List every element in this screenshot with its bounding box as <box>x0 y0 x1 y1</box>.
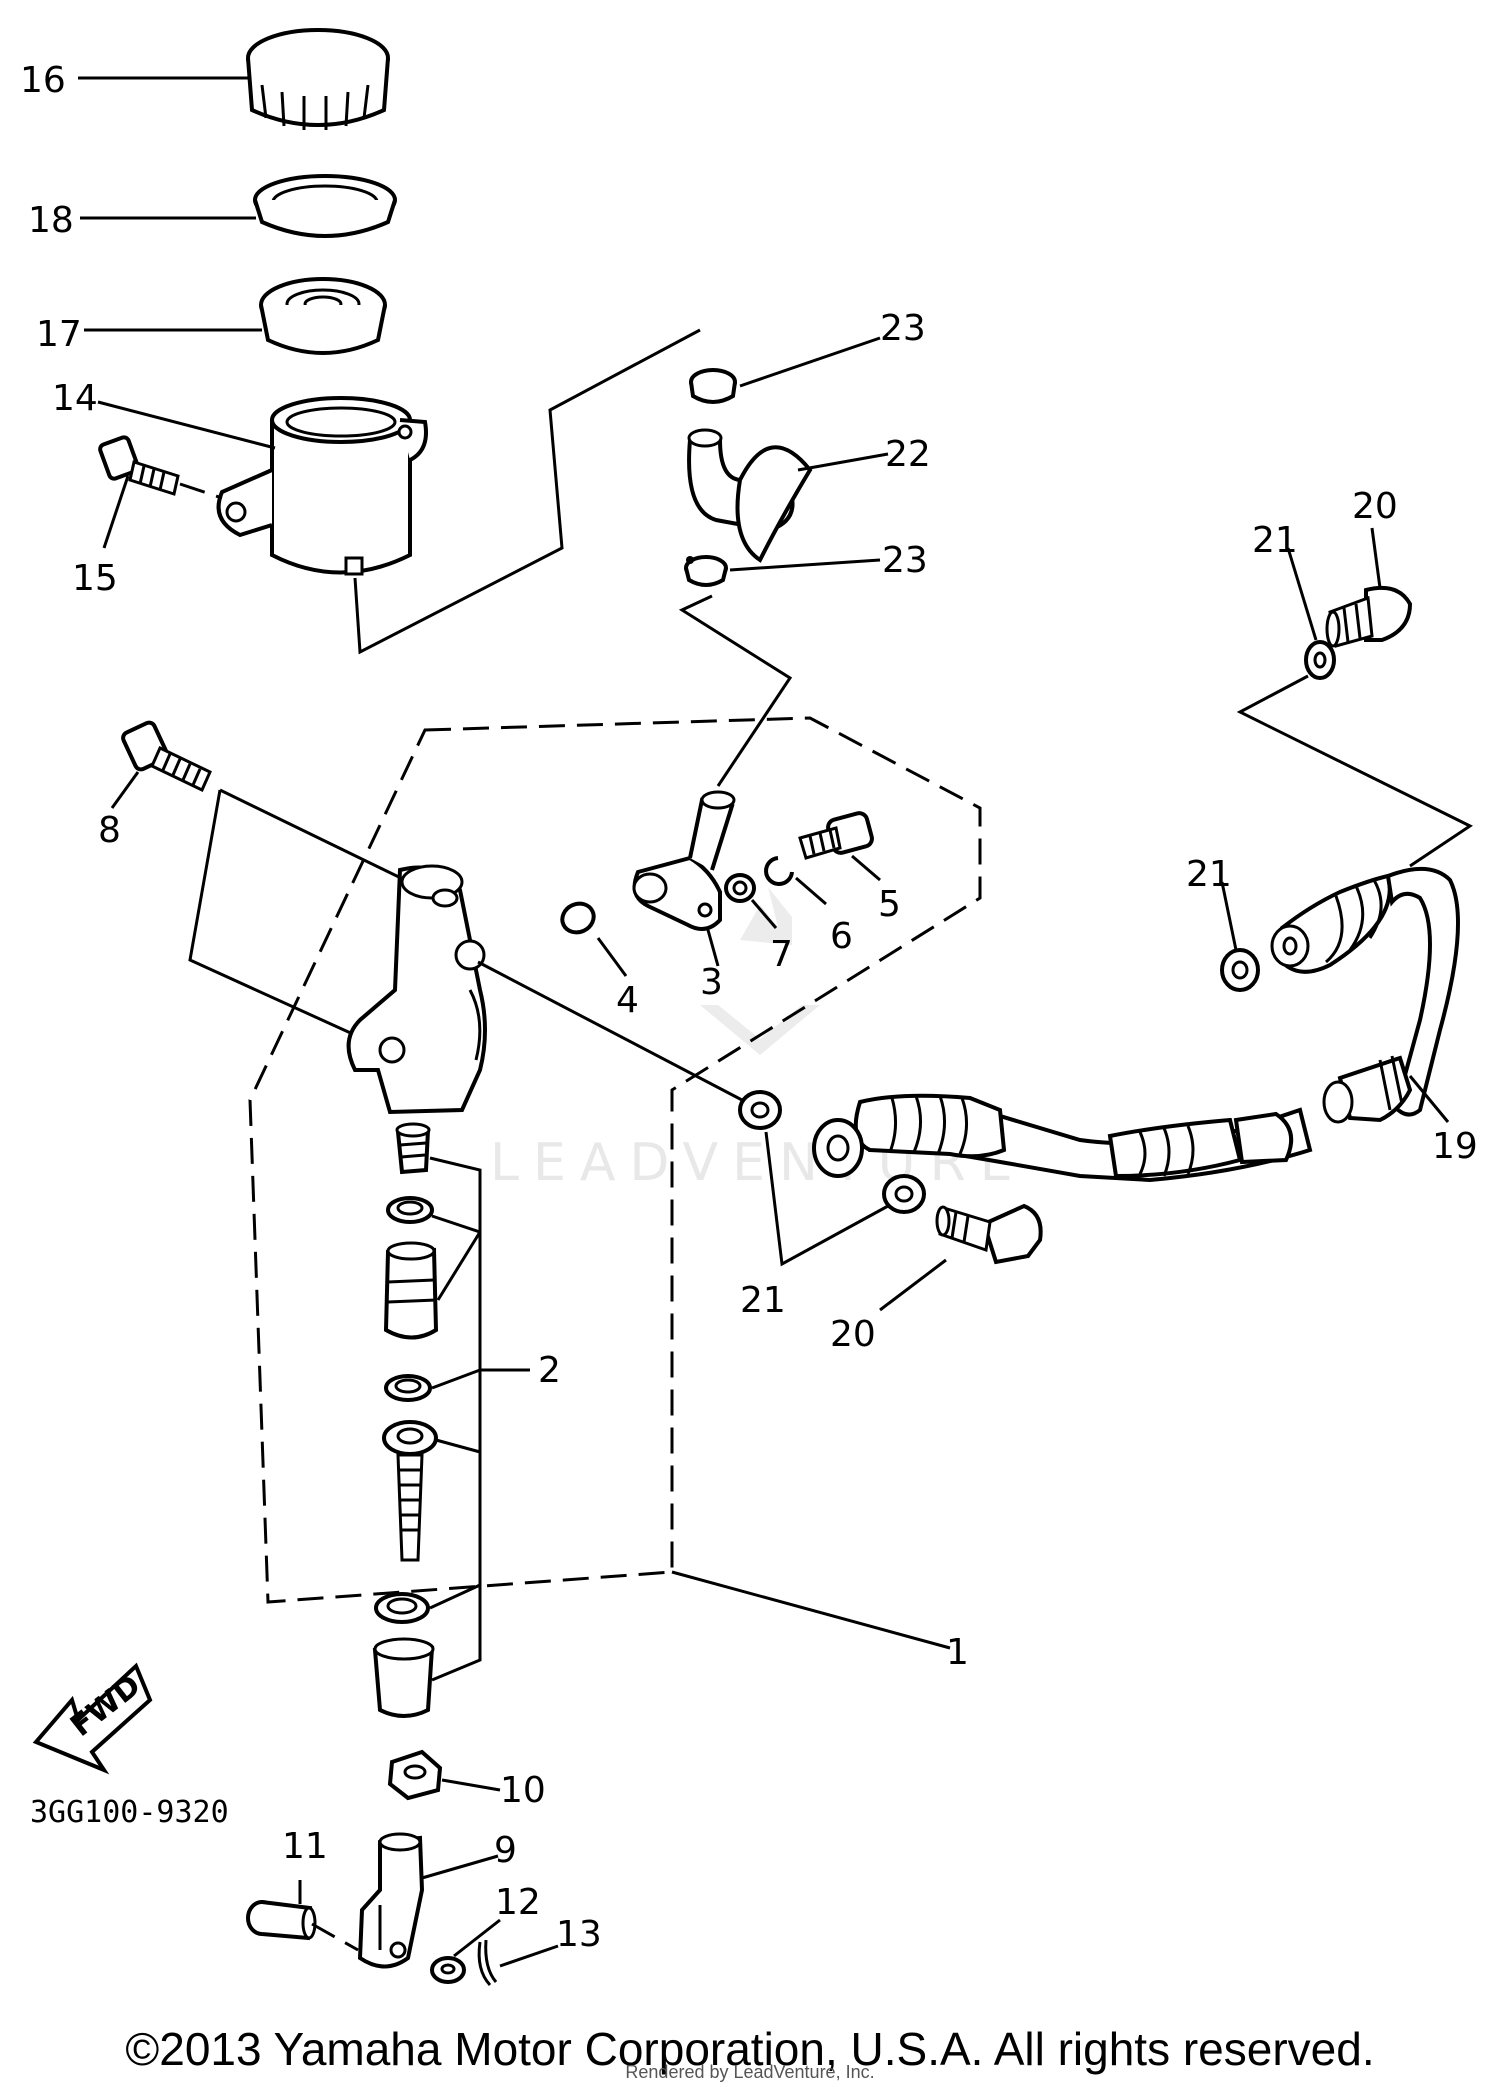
leader-3 <box>706 929 720 967</box>
leader-21-lower <box>764 1131 889 1267</box>
part-18-diaphragm-holder[interactable] <box>253 174 397 238</box>
callout-6: 6 <box>830 916 853 957</box>
callout-11: 11 <box>282 1826 328 1867</box>
callout-21-mid: 21 <box>1186 854 1232 895</box>
callout-3: 3 <box>700 962 723 1003</box>
part-19-brake-hose[interactable] <box>812 866 1460 1183</box>
callout-1: 1 <box>946 1632 969 1673</box>
callout-20-lower: 20 <box>830 1314 876 1355</box>
leader-9 <box>421 1854 499 1880</box>
part-23-hose-clip-upper[interactable] <box>689 368 737 404</box>
leader-5 <box>851 854 881 882</box>
guide-11 <box>311 1922 359 1952</box>
callout-2: 2 <box>538 1350 561 1391</box>
part-21-washer-mid[interactable] <box>1220 948 1260 992</box>
callout-18: 18 <box>28 200 74 241</box>
guide-body-to-washer <box>477 960 743 1102</box>
callout-4: 4 <box>616 980 639 1021</box>
guide-bolt-8-upper <box>219 788 406 882</box>
part-12-washer[interactable] <box>430 1956 466 1984</box>
rendered-by-note: Rendered by LeadVenture, Inc. <box>625 2062 875 2082</box>
leader-23-upper <box>739 336 881 388</box>
leader-6 <box>795 876 827 906</box>
leader-19 <box>1408 1075 1450 1123</box>
callout-14: 14 <box>52 378 98 419</box>
leader-10 <box>441 1778 501 1792</box>
part-10-nut[interactable] <box>387 1749 443 1801</box>
part-4-o-ring[interactable] <box>558 899 599 938</box>
master-cylinder-body[interactable] <box>346 864 487 1115</box>
callout-13: 13 <box>556 1914 602 1955</box>
part-21-washer-upper-right[interactable] <box>1304 640 1336 680</box>
part-15-tank-screw[interactable] <box>98 435 180 496</box>
callout-20-upper: 20 <box>1352 486 1398 527</box>
leader-1 <box>671 1570 951 1650</box>
callout-15: 15 <box>72 558 118 599</box>
guide-bolt-8-lower <box>188 789 356 1037</box>
leader-21-upper-right <box>1286 547 1318 641</box>
leader-20-upper <box>1370 527 1382 589</box>
guide-hose-to-joint <box>678 594 793 787</box>
callout-21-upper-right: 21 <box>1252 520 1298 561</box>
callout-21-lower: 21 <box>740 1280 786 1321</box>
guide-21-to-hose <box>1236 674 1473 868</box>
leader-4 <box>596 937 628 977</box>
callout-8: 8 <box>98 810 121 851</box>
part-5-screw[interactable] <box>798 811 874 860</box>
part-7-washer[interactable] <box>724 873 756 903</box>
leader-2-bracket <box>429 1156 482 1682</box>
callout-16: 16 <box>20 60 66 101</box>
part-17-diaphragm[interactable] <box>259 277 387 355</box>
leader-22 <box>797 452 889 472</box>
callout-23-upper: 23 <box>880 308 926 349</box>
part-11-pin[interactable] <box>246 1900 317 1941</box>
part-21-washer-cylinder-side[interactable] <box>738 1090 782 1130</box>
part-20-union-bolt-lower[interactable] <box>935 1203 1043 1265</box>
callout-17: 17 <box>36 314 82 355</box>
assembly-1-boundary <box>248 716 982 1604</box>
callout-23-lower: 23 <box>882 540 928 581</box>
callout-12: 12 <box>495 1882 541 1923</box>
guide-tank-to-hose <box>353 328 701 655</box>
leader-20-lower <box>879 1258 947 1312</box>
fwd-arrow-icon: FWD <box>32 1662 153 1775</box>
callout-7: 7 <box>770 934 793 975</box>
leader-14 <box>97 400 276 450</box>
leader-23-lower <box>729 558 881 572</box>
part-8-bolt[interactable] <box>121 720 212 793</box>
part-16-reservoir-cap[interactable] <box>246 28 390 130</box>
part-14-reservoir-tank[interactable] <box>216 396 428 576</box>
leader-12 <box>453 1918 501 1958</box>
part-23-hose-clip-lower[interactable] <box>684 555 728 587</box>
leader-7 <box>750 899 778 929</box>
leader-8 <box>110 771 140 809</box>
callout-9: 9 <box>494 1830 517 1871</box>
part-13-cotter-pin[interactable] <box>477 1939 498 1987</box>
part-21-washer-hose-side[interactable] <box>882 1174 926 1214</box>
part-20-union-bolt-upper[interactable] <box>1325 585 1413 648</box>
callout-5: 5 <box>878 884 901 925</box>
part-3-hose-joint[interactable] <box>632 790 736 931</box>
leader-15 <box>102 475 130 549</box>
guide-15 <box>179 482 223 500</box>
leader-13 <box>499 1944 559 1968</box>
callout-22: 22 <box>885 434 931 475</box>
leader-21-mid <box>1220 881 1238 951</box>
part-9-clevis[interactable] <box>357 1832 425 1969</box>
part-22-reservoir-hose[interactable] <box>687 428 813 563</box>
copyright-notice: ©2013 Yamaha Motor Corporation, U.S.A. A… <box>125 2023 1375 2075</box>
part-6-washer[interactable] <box>764 856 794 886</box>
diagram-code: 3GG100-9320 <box>30 1795 229 1830</box>
part-2-piston-kit[interactable] <box>372 1122 439 1718</box>
callout-10: 10 <box>500 1770 546 1811</box>
callout-19: 19 <box>1432 1126 1478 1167</box>
